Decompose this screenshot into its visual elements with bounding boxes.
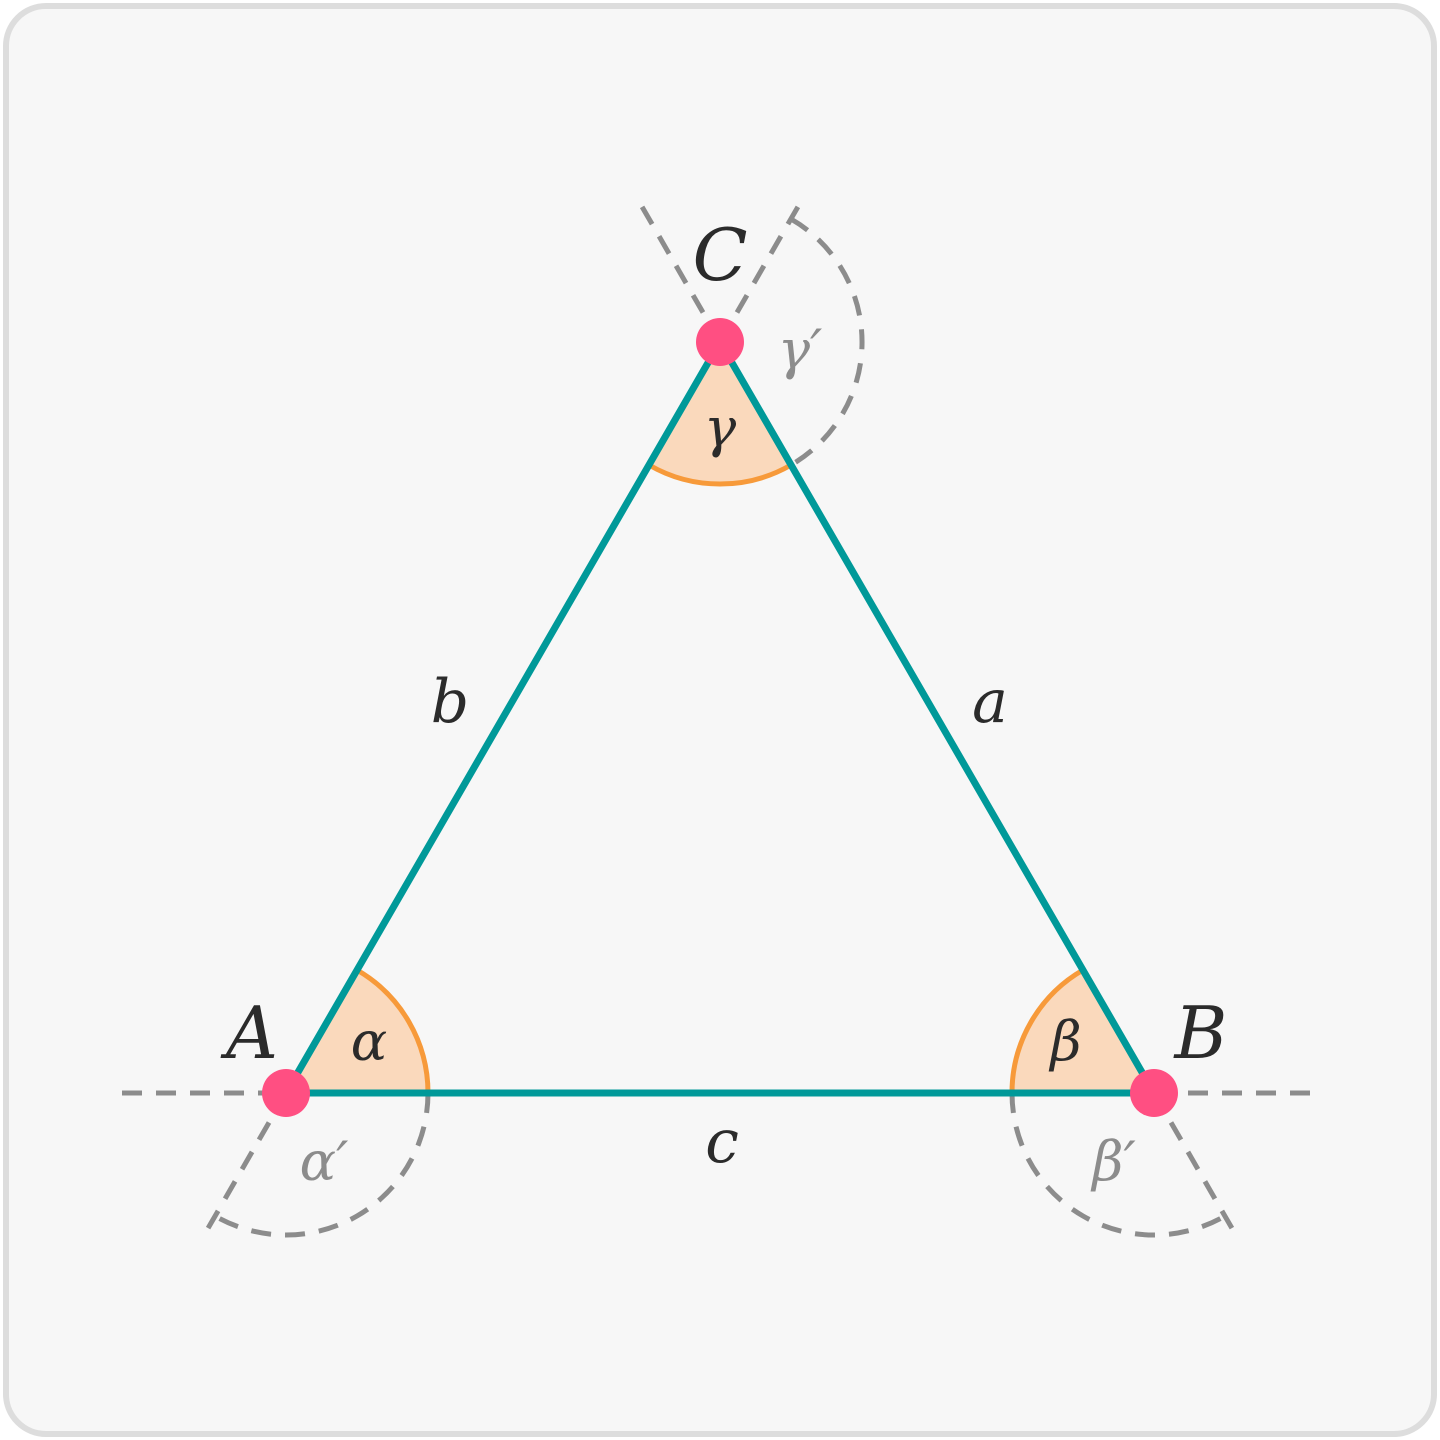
extension-line-b-down xyxy=(1151,1091,1240,1239)
vertex-label-b: B xyxy=(1173,991,1228,1075)
vertex-label-a: A xyxy=(220,991,278,1075)
vertex-c-dot xyxy=(696,318,744,366)
angle-alpha-arc xyxy=(355,967,431,1094)
exterior-arc-beta xyxy=(1009,1092,1227,1238)
angle-label-gamma-prime: γ′ xyxy=(778,318,823,381)
extension-lines xyxy=(122,196,1322,1239)
angle-label-alpha: α xyxy=(351,1010,387,1073)
angle-gamma-arc xyxy=(647,462,793,487)
side-label-b: b xyxy=(431,667,469,737)
extension-line-c-right xyxy=(717,196,806,344)
vertex-label-c: C xyxy=(692,213,747,297)
exterior-arc-alpha xyxy=(213,1092,431,1238)
angle-label-alpha-prime: α′ xyxy=(300,1130,349,1193)
triangle-edges xyxy=(282,338,1158,1097)
exterior-arcs xyxy=(213,216,1227,1238)
angle-gamma-sector xyxy=(649,342,791,485)
vertex-a-dot xyxy=(262,1069,310,1117)
extension-line-c-left xyxy=(634,196,723,344)
exterior-arc-gamma xyxy=(789,216,865,468)
angle-label-beta-prime: β′ xyxy=(1090,1130,1135,1193)
extension-line-a-down xyxy=(200,1091,289,1239)
angle-label-gamma: γ xyxy=(704,396,737,459)
side-label-c: c xyxy=(705,1107,739,1177)
angle-label-beta: β xyxy=(1048,1010,1081,1073)
angle-beta-arc xyxy=(1009,967,1085,1094)
side-label-a: a xyxy=(972,667,1008,737)
vertex-b-dot xyxy=(1130,1069,1178,1117)
